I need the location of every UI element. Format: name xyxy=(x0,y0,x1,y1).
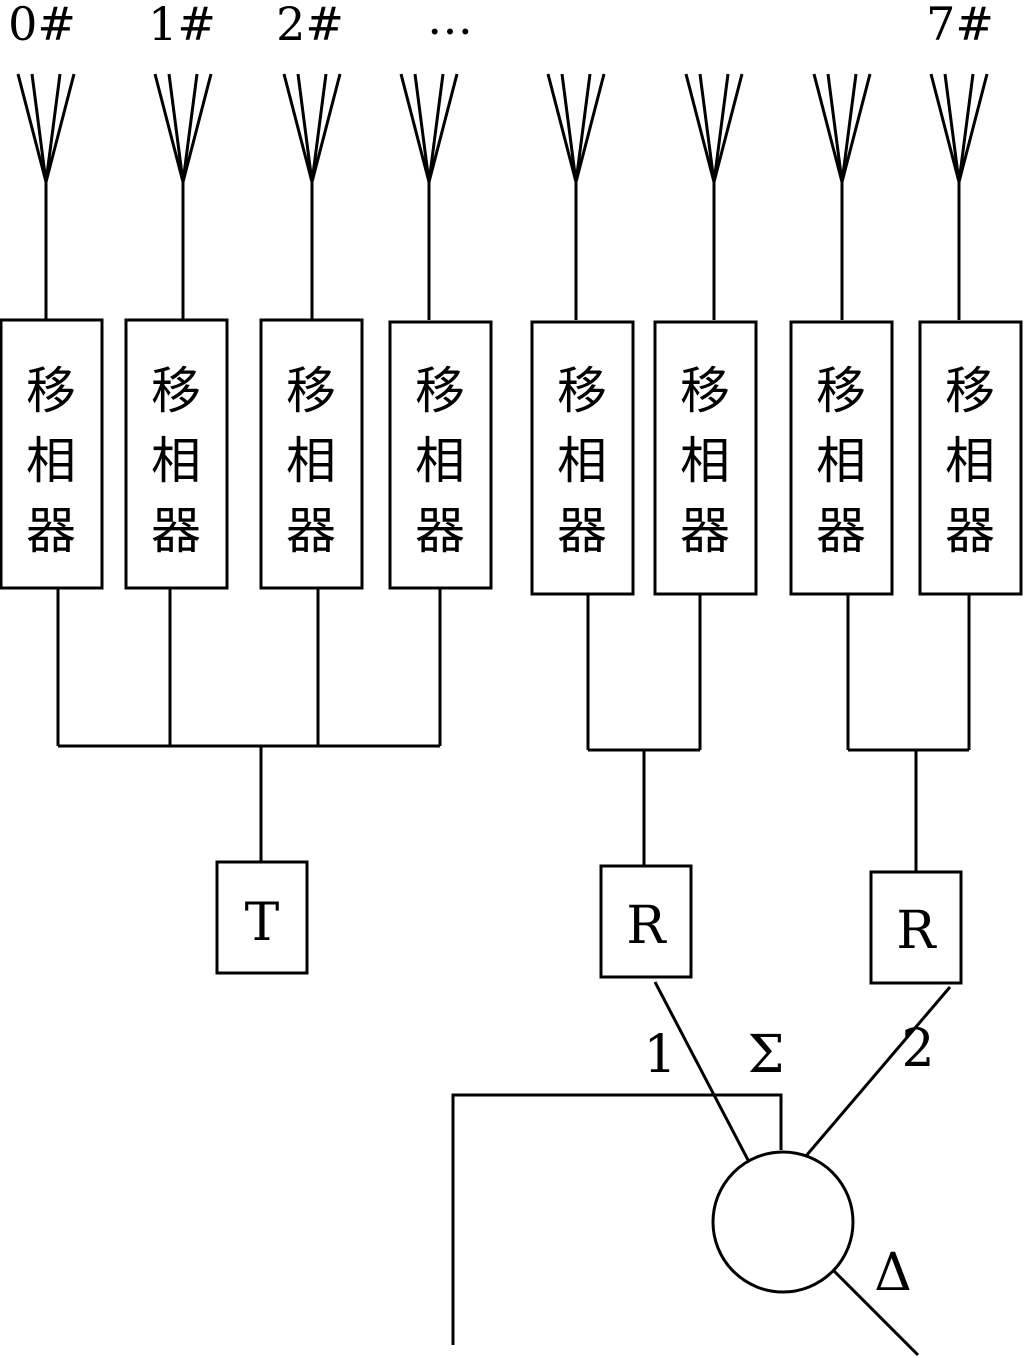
phase-shifter-char: 移 xyxy=(286,362,336,420)
antenna-icon xyxy=(153,73,213,320)
element-label-0: 0# xyxy=(8,0,76,51)
receive-feed-network-left xyxy=(586,594,702,866)
sum-label: Σ xyxy=(748,1025,785,1085)
element-label-ellipsis: … xyxy=(427,0,473,45)
antenna-icon xyxy=(684,73,744,320)
hybrid-junction-icon xyxy=(711,1150,855,1294)
phase-shifter-char: 器 xyxy=(415,502,465,560)
phase-shifter-char: 相 xyxy=(680,432,730,490)
phase-shifter-char: 相 xyxy=(557,432,607,490)
transmitter-box: T xyxy=(215,860,309,975)
phase-shifter-char: 器 xyxy=(557,502,607,560)
phase-shifter-char: 移 xyxy=(945,362,995,420)
phase-shifter-char: 移 xyxy=(26,362,76,420)
transmit-feed-network xyxy=(56,588,442,862)
receiver-box-2: R xyxy=(869,870,963,985)
phase-shifter-char: 相 xyxy=(286,432,336,490)
receive-feed-network-right xyxy=(846,594,971,872)
delta-output: Δ xyxy=(831,1243,920,1357)
phase-shifter-char: 移 xyxy=(816,362,866,420)
phase-shifter-char: 移 xyxy=(151,362,201,420)
hybrid-inputs: 1 2 Σ xyxy=(643,981,952,1161)
phase-shifter-char: 移 xyxy=(680,362,730,420)
phase-shifter-char: 移 xyxy=(415,362,465,420)
phase-shifter-box: 移 相 器 xyxy=(0,318,104,590)
phase-shifter-box: 移 相 器 xyxy=(918,320,1023,596)
antenna-array xyxy=(16,73,989,320)
antenna-icon xyxy=(812,73,872,320)
phase-shifter-char: 相 xyxy=(415,432,465,490)
phase-shifter-char: 相 xyxy=(816,432,866,490)
receiver-label-1: R xyxy=(626,896,667,956)
phase-shifter-box: 移 相 器 xyxy=(259,318,364,590)
phase-shifter-box: 移 相 器 xyxy=(653,320,758,596)
transmitter-label: T xyxy=(245,893,280,953)
phase-shifter-box: 移 相 器 xyxy=(388,320,493,590)
antenna-icon xyxy=(929,73,989,320)
diff-label: Δ xyxy=(874,1243,912,1303)
phase-shifter-char: 器 xyxy=(151,502,201,560)
phase-shifter-char: 器 xyxy=(945,502,995,560)
phase-shifter-box: 移 相 器 xyxy=(124,318,229,590)
phase-shifter-box: 移 相 器 xyxy=(789,320,894,596)
element-label-2: 2# xyxy=(276,0,344,51)
antenna-icon xyxy=(16,73,76,320)
phase-shifter-char: 相 xyxy=(151,432,201,490)
receiver-box-1: R xyxy=(599,864,693,979)
antenna-icon xyxy=(399,73,459,320)
element-labels: 0# 1# 2# … 7# xyxy=(8,0,994,51)
phase-shifters: 移 相 器 移 相 器 移 相 器 移 相 器 移 相 器 xyxy=(0,318,1023,596)
element-label-1: 1# xyxy=(148,0,216,51)
phase-shifter-char: 相 xyxy=(945,432,995,490)
antenna-icon xyxy=(546,73,606,320)
element-label-7: 7# xyxy=(926,0,994,51)
sum-output-line xyxy=(451,1093,783,1345)
receiver-label-2: R xyxy=(896,901,937,961)
antenna-icon xyxy=(282,73,342,320)
phase-shifter-char: 器 xyxy=(816,502,866,560)
port-label-1: 1 xyxy=(643,1025,676,1085)
phase-shifter-char: 器 xyxy=(26,502,76,560)
phase-shifter-char: 器 xyxy=(286,502,336,560)
phase-shifter-char: 移 xyxy=(557,362,607,420)
phase-shifter-char: 器 xyxy=(680,502,730,560)
port-label-2: 2 xyxy=(901,1019,934,1079)
phase-shifter-char: 相 xyxy=(26,432,76,490)
phase-shifter-box: 移 相 器 xyxy=(530,320,635,596)
